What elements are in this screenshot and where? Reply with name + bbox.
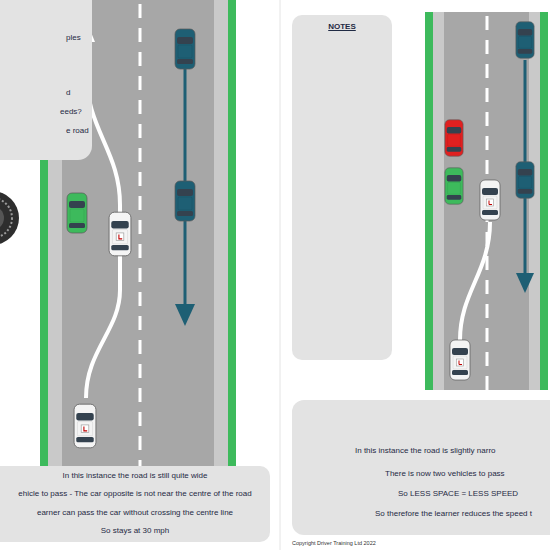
panel-text: So stays at 30 mph (101, 526, 169, 535)
panel-text: d (66, 88, 70, 97)
page-edge (280, 0, 281, 550)
learner-car (109, 212, 131, 256)
panel-text: There is now two vehicles to pass (385, 469, 505, 478)
wheel-icon (0, 191, 19, 245)
parked-car (67, 193, 87, 233)
learner-car (74, 404, 96, 448)
text-panel: In this instance the road is slightly na… (292, 400, 550, 535)
parked-car (445, 120, 463, 156)
arrow-head (516, 273, 534, 293)
text-panel: ples d eeds? e road (0, 0, 92, 160)
oncoming-car (516, 162, 534, 198)
panel-text: In this instance the road is still quite… (63, 471, 208, 480)
panel-text: In this instance the road is slightly na… (355, 446, 496, 455)
learner-path (460, 222, 490, 340)
oncoming-car (516, 22, 534, 58)
copyright-note: Copyright Driver Training Ltd 2022 (292, 540, 376, 546)
panel-text: So therefore the learner reduces the spe… (375, 509, 532, 518)
panel-text: ples (66, 33, 81, 42)
panel-text: e road (66, 126, 89, 135)
panel-heading: NOTES (328, 22, 356, 31)
panel-text: ehicle to pass - The car opposite is not… (18, 489, 251, 498)
text-panel: In this instance the road is still quite… (0, 466, 270, 542)
panel-text: eeds? (60, 107, 82, 116)
right-road (425, 12, 548, 390)
learner-car (480, 180, 500, 220)
parked-car (445, 168, 463, 204)
learner-car (450, 340, 470, 380)
oncoming-car (175, 29, 195, 69)
oncoming-car (175, 181, 195, 221)
arrow-head (175, 304, 195, 326)
panel-text: So LESS SPACE = LESS SPEED (398, 489, 518, 498)
panel-text: earner can pass the car without crossing… (37, 508, 233, 517)
notes-panel: NOTES (292, 15, 392, 360)
